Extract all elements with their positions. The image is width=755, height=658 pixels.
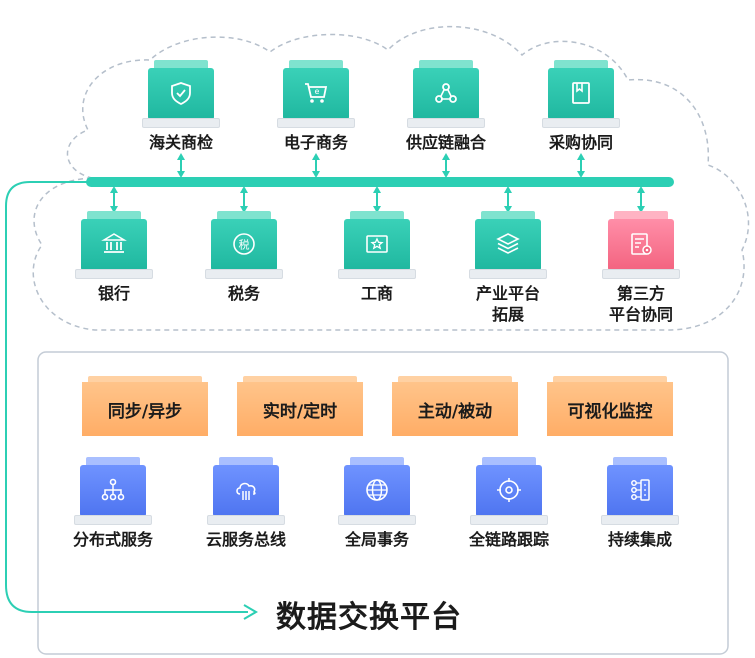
node-ecommerce: e 电子商务 [266,60,366,153]
node-supply-chain: 供应链融合 [396,60,496,153]
service-label: 云服务总线 [205,530,286,549]
tax-icon-text: 税 [239,238,250,252]
certificate-icon [366,235,388,253]
pipeline-icon [631,479,650,501]
feature-tag-active-passive: 主动/被动 [392,376,518,436]
feature-tag-monitoring: 可视化监控 [547,376,673,436]
node-label: 税务 [227,284,260,303]
node-label: 电子商务 [283,133,348,152]
cloud-outline [32,25,750,331]
connector-line [5,181,248,613]
node-label: 银行 [97,284,130,303]
service-distributed: 分布式服务 [63,457,163,550]
service-full-link-tracing: 全链路跟踪 [459,457,559,550]
platform-box [37,351,729,655]
bus-bar [86,177,674,187]
node-tax: 税 税务 [194,211,294,304]
svg-text:e: e [315,87,320,96]
target-icon [497,478,521,502]
node-customs: 海关商检 [131,60,231,153]
node-third-party: 第三方 平台协同 [591,211,691,325]
service-continuous-integration: 持续集成 [590,457,690,550]
hierarchy-icon [101,478,125,501]
node-label-line1: 第三方 [616,284,665,303]
service-cloud-bus: 云服务总线 [196,457,296,550]
node-bank: 银行 [64,211,164,304]
globe-icon [366,479,388,501]
feature-tag-sync: 同步/异步 [82,376,208,436]
layers-icon [496,233,520,254]
node-label: 工商 [360,284,393,303]
node-label: 供应链融合 [405,133,486,152]
node-label-line2: 拓展 [491,305,524,324]
node-procurement: 采购协同 [531,60,631,153]
shopping-cart-icon: e [305,83,328,103]
shield-check-icon [171,82,191,106]
book-icon [572,82,590,104]
document-settings-icon [631,233,652,255]
bank-icon [101,233,127,253]
node-label: 采购协同 [548,133,613,152]
node-label-line1: 产业平台 [475,284,540,303]
node-label: 海关商检 [148,133,213,152]
service-label: 分布式服务 [72,530,153,549]
feature-tag-schedule: 实时/定时 [237,376,363,436]
platform-title: 数据交换平台 [276,600,462,635]
cloud-bus-icon [236,482,256,500]
service-global-transaction: 全局事务 [327,457,427,550]
node-label-line2: 平台协同 [608,305,673,324]
node-industry-platform: 产业平台 拓展 [458,211,558,325]
network-nodes-icon [435,83,457,103]
tax-icon: 税 [233,233,255,255]
service-label: 持续集成 [607,530,672,549]
service-label: 全局事务 [344,530,409,549]
node-commerce: 工商 [327,211,427,304]
connector-arrow [243,604,258,620]
service-label: 全链路跟踪 [468,530,549,549]
